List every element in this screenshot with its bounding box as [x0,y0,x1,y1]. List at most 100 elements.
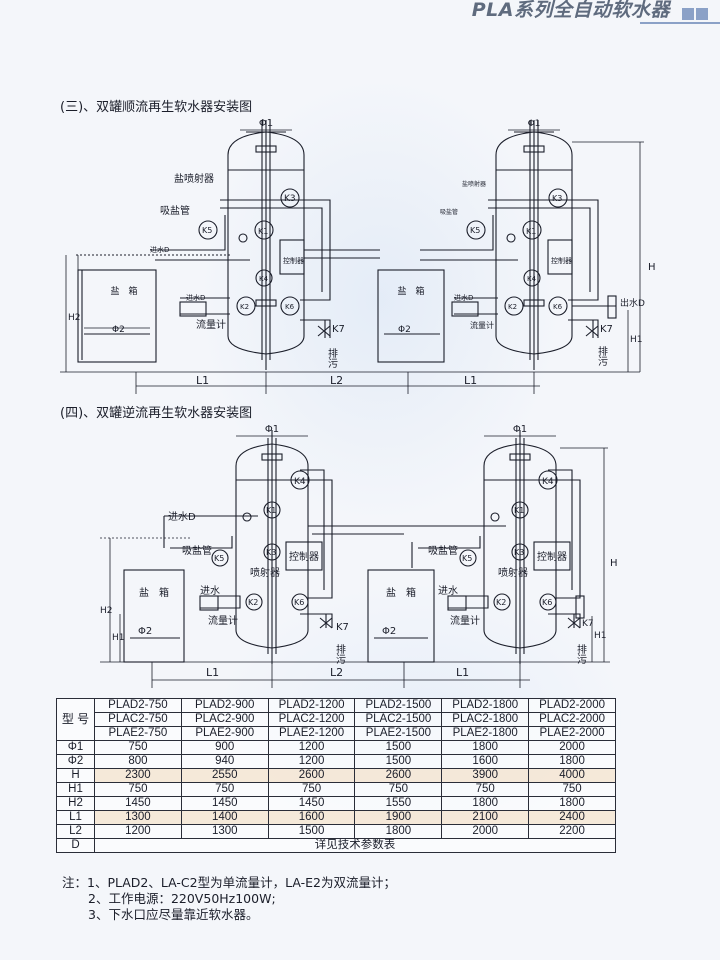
header-title: PLA系列全自动软水器 [471,0,670,21]
table-cell: 3900 [441,768,530,783]
label-k6-right: K6 [542,598,552,607]
label-k6-right: K6 [553,303,563,311]
model-header: 型 号 [56,698,95,741]
table-cell: 750 [267,782,356,797]
table-cell: 940 [180,754,269,769]
row-label: Φ1 [56,740,95,755]
label-k3-right: K3 [552,194,562,203]
label-k3: K3 [266,548,276,557]
table-cell: 1200 [267,740,356,755]
valve-k1 [254,220,274,240]
label-k7-right: K7 [582,619,594,629]
table-cell: PLAC2-750 [94,712,182,727]
label-h2: H2 [68,313,81,323]
table-cell: PLAE2-1500 [354,726,443,741]
tank-left [227,131,305,355]
table-row-h1: H1 750 750 750 750 750 750 [56,782,616,797]
table-cell: 1450 [94,796,182,811]
table-row-h2: H2 1450 1450 1450 1550 1800 1800 [56,796,616,811]
table-cell: PLAD2-900 [180,698,269,713]
label-k4: K4 [259,275,269,283]
label-k6: K6 [294,598,304,607]
label-h: H [648,262,656,273]
table-cell: PLAE2-2000 [528,726,616,741]
label-flowmeter: 流量计 [196,318,226,331]
label-l1: L1 [196,374,209,387]
row-label: H1 [56,782,95,797]
label-controller-right: 控制器 [551,256,572,265]
label-h: H [610,558,618,569]
label-inlet-right: 进水 [438,585,458,597]
label-drain-right: 排污 [596,345,608,367]
table-cell: 900 [180,740,269,755]
table-cell: 1300 [94,810,182,825]
note-2: 2、工作电源：220V50Hz100W; [88,891,276,906]
table-cell: PLAD2-1200 [267,698,356,713]
label-k4-right: K4 [527,275,537,283]
label-phi1-right: Φ1 [513,424,527,435]
label-salt-injector-right: 盐喷射器 [462,180,486,188]
table-cell: PLAC2-2000 [528,712,616,727]
table-cell: 1600 [441,754,530,769]
table-cell: 750 [180,782,269,797]
table-cell: 750 [354,782,443,797]
table-cell-d: 详见技术参数表 [94,838,616,853]
table-cell: 1800 [528,754,616,769]
label-flowmeter: 流量计 [208,614,238,627]
table-cell: PLAE2-900 [180,726,269,741]
label-l1-right: L1 [456,666,469,679]
label-phi1: Φ1 [259,118,273,129]
valve-k6 [280,296,300,316]
label-h2: H2 [100,606,113,616]
label-k1-right: K1 [526,227,536,236]
table-row-model-2: PLAC2-750 PLAC2-900 PLAC2-1200 PLAC2-150… [57,712,616,727]
table-cell: 1200 [94,824,182,839]
label-k7-right: K7 [600,324,613,335]
label-drain: 排污 [334,643,346,665]
label-salt-injector: 盐喷射器 [174,172,214,185]
label-k2-right: K2 [508,303,517,311]
label-k3-right: K3 [514,548,524,557]
table-cell: PLAD2-2000 [528,698,616,713]
table-cell: PLAE2-1200 [267,726,356,741]
label-k1: K1 [266,506,276,515]
label-salt-box-right: 盐 箱 [397,285,424,297]
table-cell: 2600 [354,768,443,783]
diagram-countercurrent: Φ1 Φ1 进水D 吸盐管 吸盐管 喷射器 喷射器 进水 进水 流量计 流量计 … [100,424,618,688]
label-suction-pipe: 吸盐管 [160,204,190,217]
header-rule [640,22,720,24]
label-k7: K7 [332,324,345,335]
label-inlet-d: 进水D [168,511,196,523]
salt-box-right [377,269,445,363]
label-h1-right: H1 [594,631,607,641]
table-cell: 1800 [354,824,443,839]
table-cell: 2200 [528,824,616,839]
table-cell: 750 [94,740,182,755]
table-cell: 2000 [528,740,616,755]
table-row-phi1: Φ1 750 900 1200 1500 1800 2000 [56,740,616,755]
label-drain-right: 排污 [575,643,587,665]
table-row-l2: L2 1200 1300 1500 1800 2000 2200 [56,824,616,839]
valve-k5 [198,220,218,240]
label-flowmeter-right: 流量计 [450,614,480,627]
label-suction-pipe: 吸盐管 [182,544,212,557]
parameter-table-body: 型 号 PLAD2-750 PLAD2-900 PLAD2-1200 PLAD2… [56,698,616,853]
table-cell: PLAC2-1800 [441,712,530,727]
label-k5-right: K5 [470,226,480,235]
label-phi2: Φ2 [138,626,152,637]
table-cell: 1300 [180,824,269,839]
table-cell: 1400 [180,810,269,825]
label-l1-right: L1 [464,374,477,387]
table-cell: 1500 [267,824,356,839]
label-phi2-right: Φ2 [398,325,411,335]
note-3: 3、下水口应尽量靠近软水器。 [88,907,259,922]
valve-k7 [317,325,331,337]
note-1: 注：1、PLAD2、LA-C2型为单流量计，LA-E2为双流量计； [62,875,396,890]
table-row-phi2: Φ2 800 940 1200 1500 1600 1800 [56,754,616,769]
page-header: PLA系列全自动软水器 [0,0,720,24]
section-title-4: (四)、双罐逆流再生软水器安装图 [60,406,253,421]
table-cell: 2300 [94,768,182,783]
table-cell: PLAD2-1800 [441,698,530,713]
table-cell: PLAE2-1800 [441,726,530,741]
table-cell: 2550 [180,768,269,783]
